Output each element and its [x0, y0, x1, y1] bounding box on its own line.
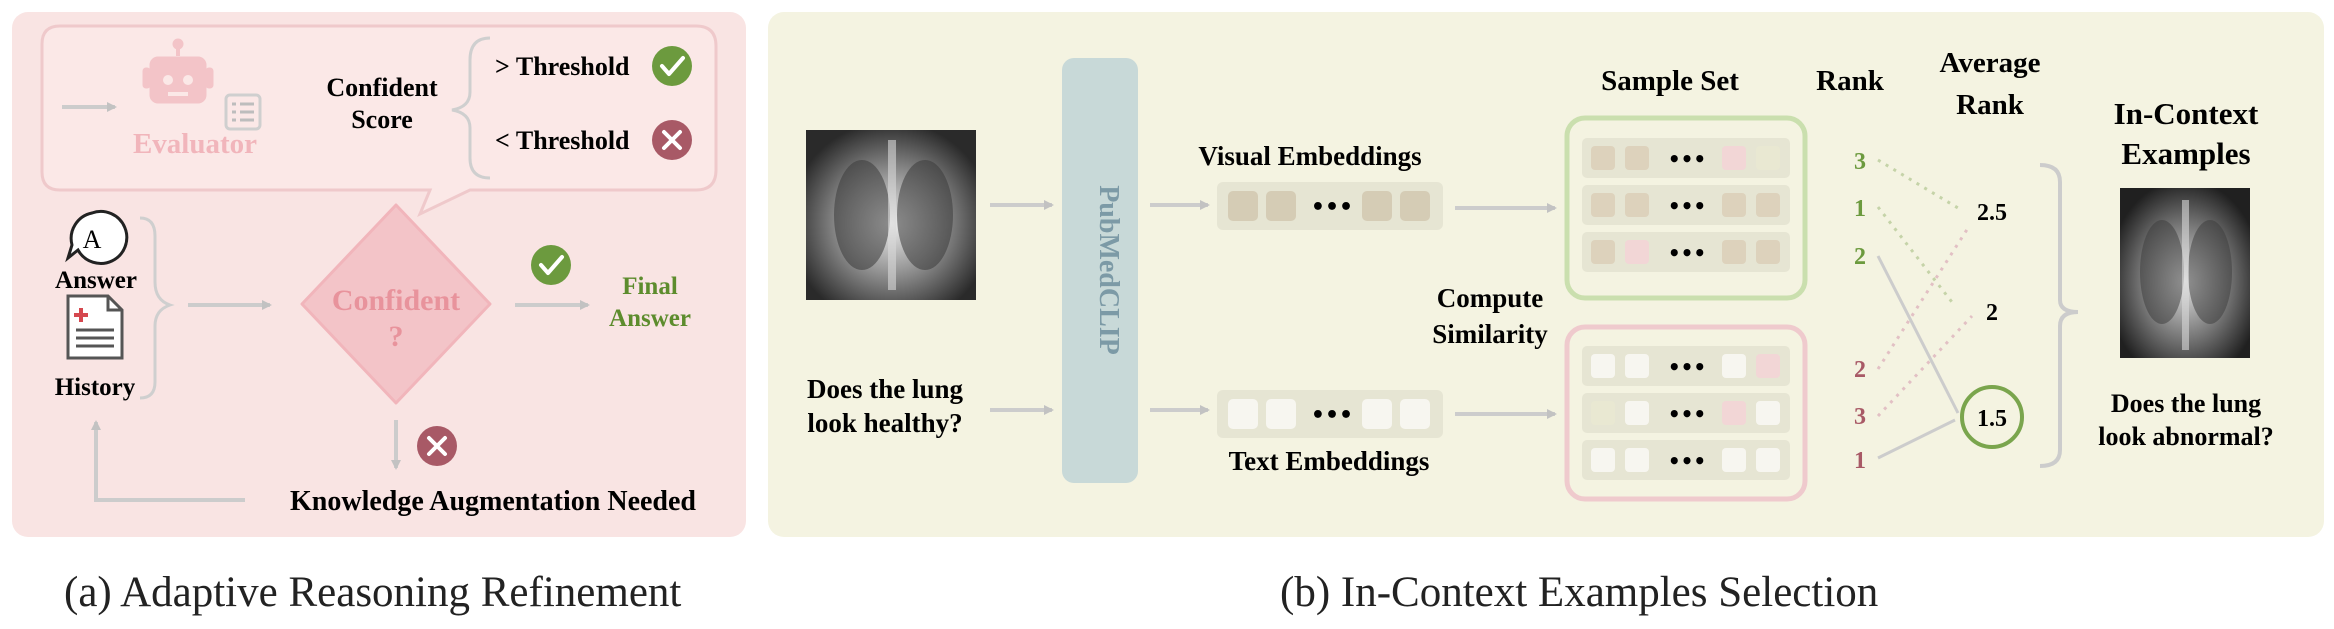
text-sample-row: ••• [1582, 346, 1790, 386]
average-rank-1: 2.5 [1977, 200, 2007, 226]
compute-similarity-line2: Similarity [1432, 319, 1548, 349]
average-rank-3: 1.5 [1977, 406, 2007, 432]
text-sample-set [1564, 324, 1808, 502]
cross-circle-icon [417, 426, 457, 466]
average-rank-header-line2: Rank [1956, 89, 2025, 121]
visual-sample-row: ••• [1582, 185, 1790, 225]
visual-rank-3: 2 [1854, 244, 1866, 270]
visual-rank-2: 1 [1854, 196, 1866, 222]
average-brace [2039, 163, 2079, 468]
checklist-icon [224, 93, 262, 131]
caption-panel-a: (a) Adaptive Reasoning Refinement [64, 569, 682, 616]
visual-rank-1: 3 [1854, 149, 1866, 175]
visual-embedding-ellipsis: ••• [1311, 195, 1353, 220]
confident-score-line1: Confident [326, 73, 438, 102]
question-line1: Does the lung [807, 374, 964, 404]
in-context-title-line2: Examples [2121, 136, 2250, 171]
evaluator-label: Evaluator [133, 128, 257, 160]
average-rank-header-line1: Average [1940, 47, 2041, 79]
history-label: History [55, 374, 136, 401]
encoder-label: PubMedCLIP [1093, 185, 1124, 355]
check-circle-icon [531, 245, 571, 285]
text-sample-row: ••• [1582, 440, 1790, 480]
text-embedding-ellipsis: ••• [1311, 403, 1353, 428]
in-context-title-line1: In-Context [2114, 96, 2259, 131]
visual-embeddings-label: Visual Embeddings [1198, 141, 1421, 171]
example-xray-image [2120, 188, 2250, 358]
knowledge-augmentation-label: Knowledge Augmentation Needed [290, 486, 696, 517]
ellipsis: ••• [1668, 194, 1706, 218]
threshold-brace [451, 36, 491, 180]
question-line2: look healthy? [807, 408, 962, 438]
document-icon [66, 294, 124, 360]
sample-set-header: Sample Set [1601, 65, 1739, 97]
final-answer-line2: Answer [609, 305, 691, 332]
robot-icon [142, 38, 214, 104]
check-circle-icon [652, 46, 692, 86]
confident-score-line2: Score [351, 105, 413, 134]
compute-similarity-line1: Compute [1437, 283, 1544, 313]
rank-connectors [1876, 158, 1974, 460]
ellipsis: ••• [1668, 355, 1706, 379]
decision-label: Confident [332, 284, 460, 317]
example-question-line1: Does the lung [2111, 389, 2261, 418]
ellipsis: ••• [1668, 402, 1706, 426]
feedback-arrow [91, 420, 245, 502]
answer-icon-letter: A [83, 225, 102, 254]
ellipsis: ••• [1668, 241, 1706, 265]
text-rank-3: 1 [1854, 448, 1866, 474]
ellipsis: ••• [1668, 449, 1706, 473]
cross-circle-icon [652, 120, 692, 160]
answer-bubble-icon: A [65, 209, 129, 265]
final-answer-line1: Final [622, 273, 678, 300]
decision-mark: ? [389, 320, 404, 353]
panel-b-background [768, 12, 2324, 537]
text-sample-row: ••• [1582, 393, 1790, 433]
input-xray-image [806, 130, 976, 300]
visual-embedding-vector: ••• [1217, 182, 1443, 230]
average-rank-2: 2 [1986, 300, 1998, 326]
rank-header: Rank [1816, 65, 1885, 97]
text-embeddings-label: Text Embeddings [1229, 446, 1430, 476]
text-rank-2: 3 [1854, 404, 1866, 430]
example-question-line2: look abnormal? [2098, 422, 2274, 451]
caption-panel-b: (b) In-Context Examples Selection [1280, 569, 1879, 616]
ellipsis: ••• [1668, 147, 1706, 171]
text-rank-1: 2 [1854, 357, 1866, 383]
visual-sample-row: ••• [1582, 138, 1790, 178]
confident-decision-diamond [300, 203, 492, 405]
visual-sample-row: ••• [1582, 232, 1790, 272]
answer-label: Answer [55, 267, 137, 294]
input-brace [139, 216, 175, 400]
above-threshold-label: > Threshold [495, 52, 630, 81]
selected-rank-circle [1960, 385, 2024, 449]
visual-sample-set [1564, 115, 1808, 301]
encoder-block [1062, 58, 1138, 483]
text-embedding-vector: ••• [1217, 390, 1443, 438]
below-threshold-label: < Threshold [495, 126, 630, 155]
